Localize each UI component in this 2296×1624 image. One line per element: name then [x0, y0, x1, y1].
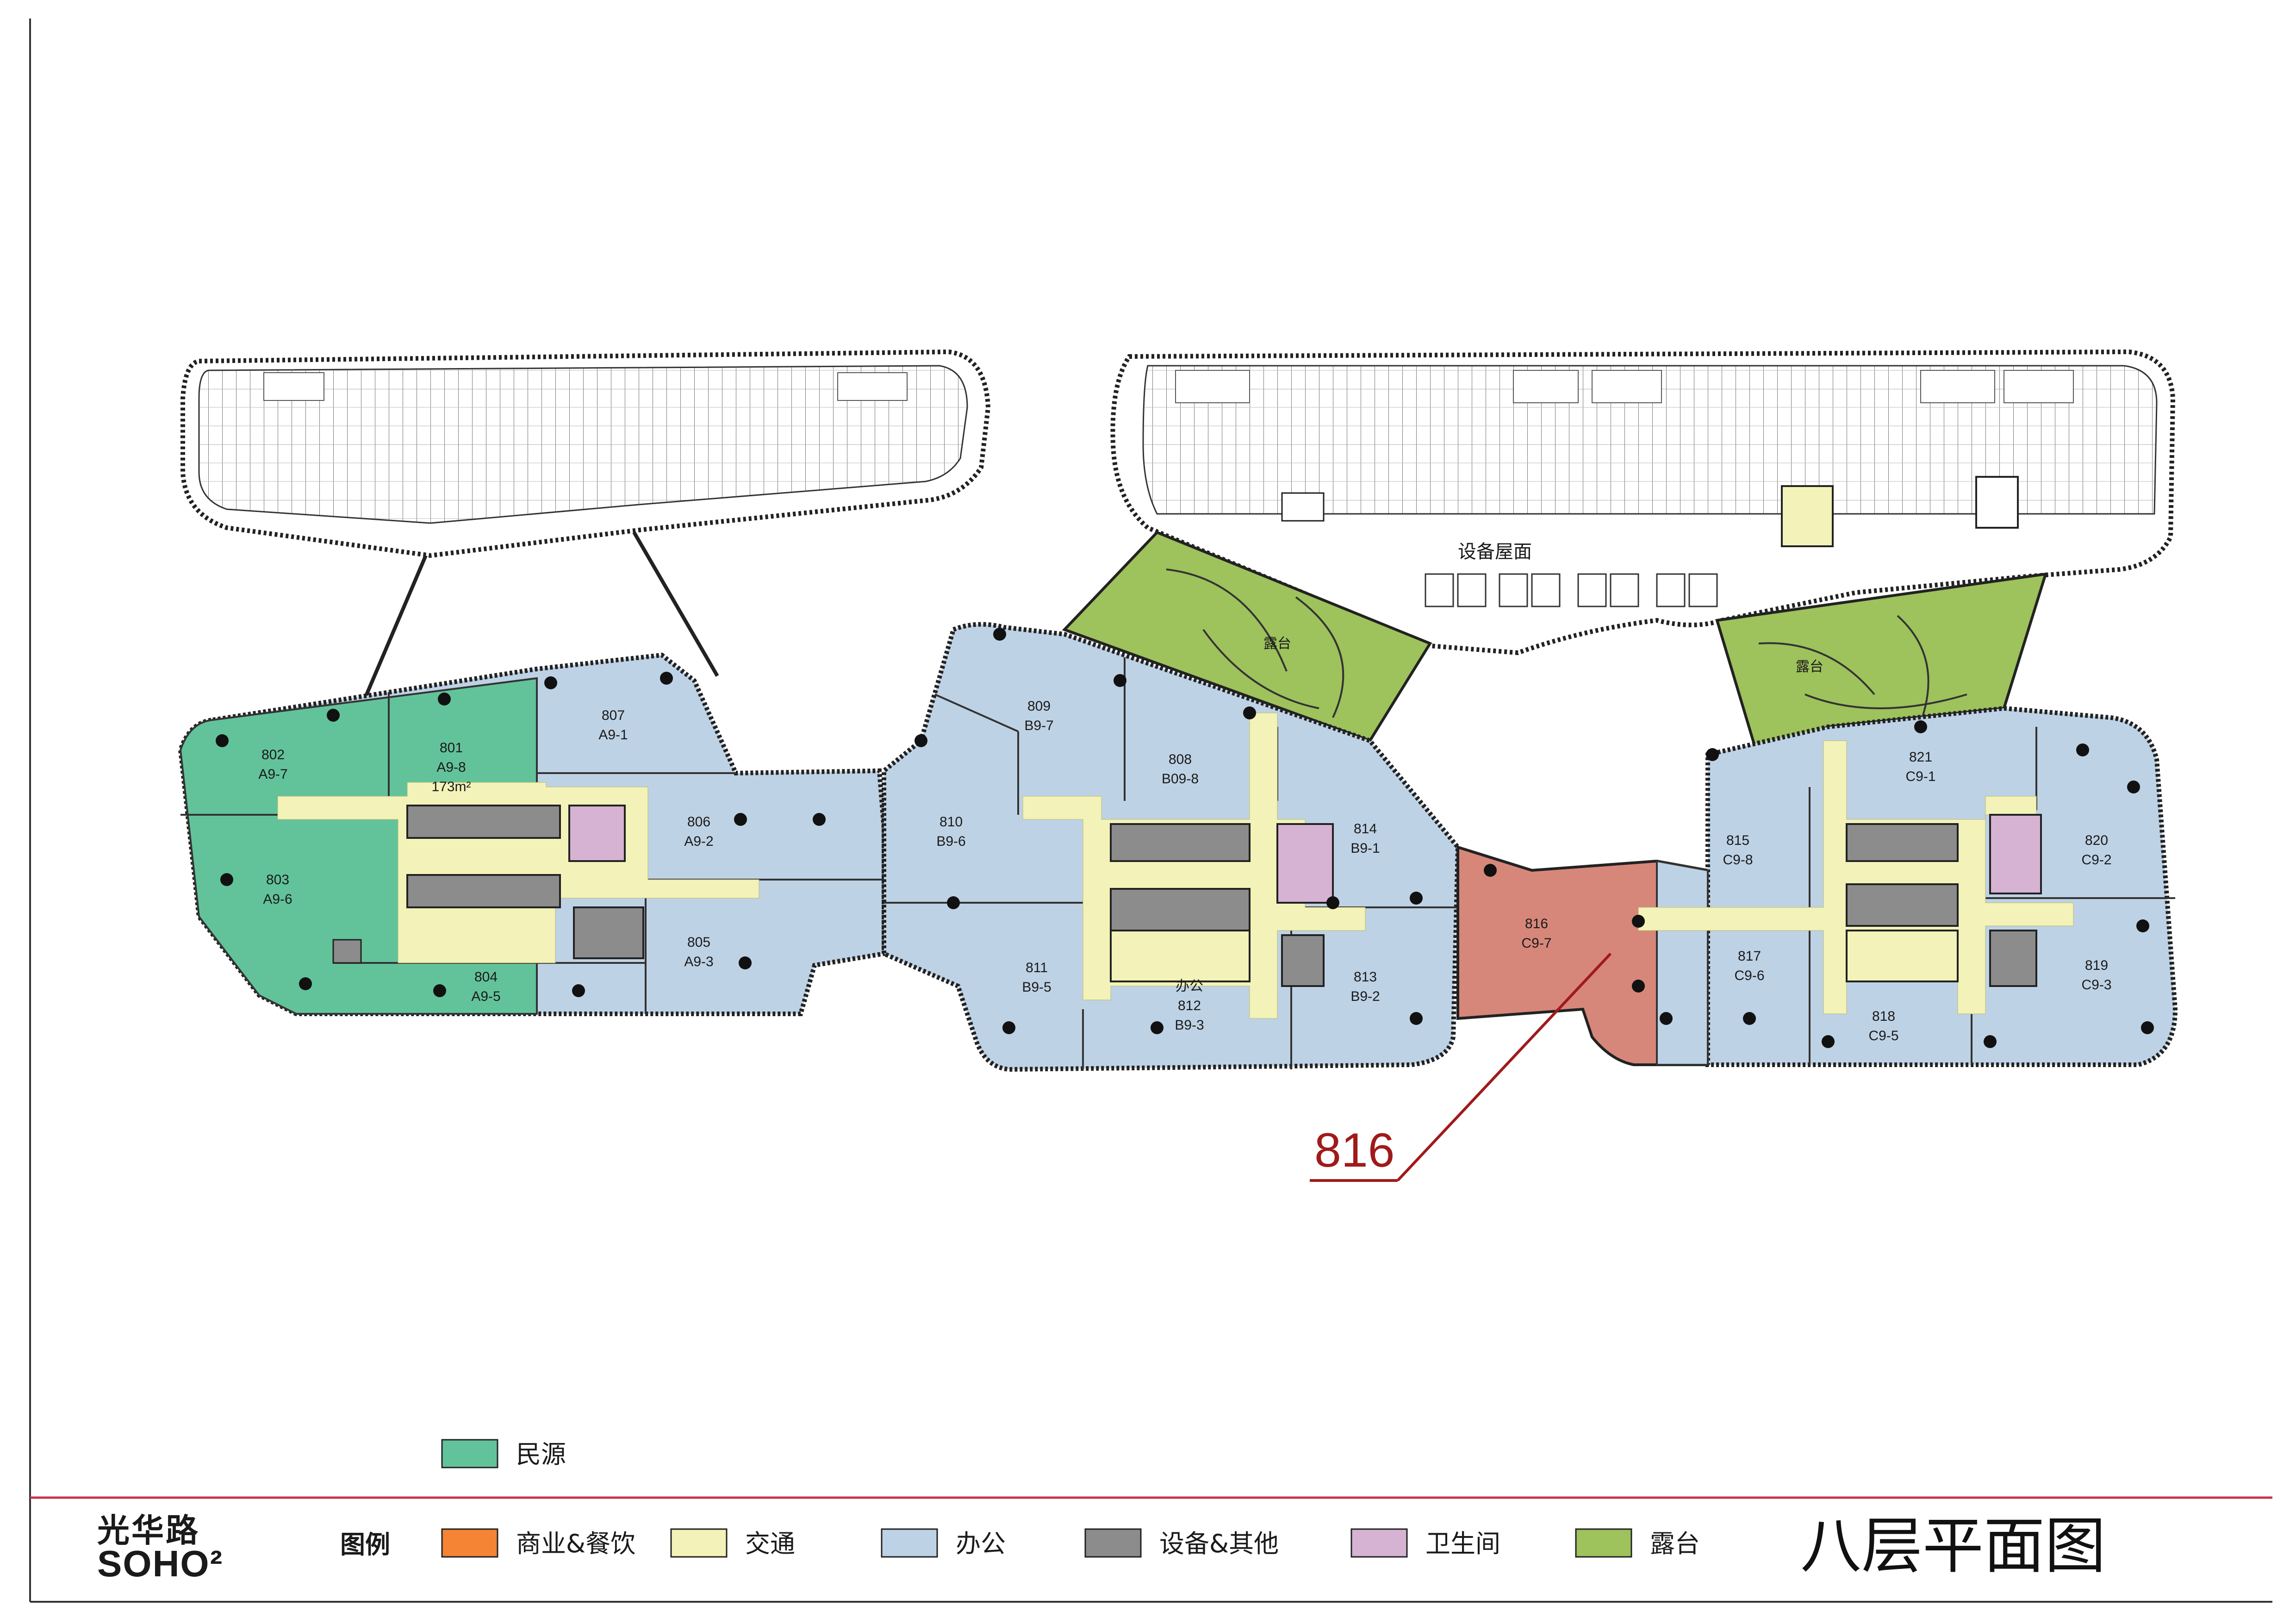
page-title: 八层平面图	[1800, 1511, 2106, 1582]
unit-num-806: 806	[687, 814, 710, 830]
legend-item: 交通	[670, 1528, 795, 1558]
unit-num-801: 801	[440, 740, 463, 756]
callout-816: 816	[1310, 952, 1612, 1182]
unit-num-810: 810	[940, 814, 963, 830]
legend-swatch	[881, 1528, 938, 1558]
unit-num-817: 817	[1738, 949, 1761, 964]
unit-code-818: C9-5	[1868, 1028, 1898, 1043]
unit-code-820: C9-2	[2081, 852, 2111, 868]
legend-item: 办公	[881, 1528, 1006, 1558]
legend-label: 露台	[1650, 1529, 1700, 1558]
unit-num-811: 811	[1026, 960, 1048, 975]
tenant-legend-swatch	[441, 1439, 498, 1468]
tenant-legend: 民源	[441, 1439, 566, 1469]
unit-num-803: 803	[266, 872, 289, 887]
unit-num-816: 816	[1525, 916, 1548, 931]
legend-label: 交通	[745, 1529, 795, 1558]
unit-num-818: 818	[1872, 1009, 1895, 1024]
unit-num-814: 814	[1354, 821, 1377, 837]
unit-code-811: B9-5	[1022, 980, 1051, 995]
callout-unit-number: 816	[1314, 1124, 1395, 1177]
roof-left	[180, 349, 991, 698]
building-wing-a	[178, 652, 886, 1016]
roof-right: 设备屋面	[1110, 349, 2176, 656]
legend-swatch	[1084, 1528, 1142, 1558]
unit-area-801: 173m²	[431, 779, 471, 794]
unit-num-802: 802	[261, 747, 285, 762]
unit-num-820: 820	[2085, 833, 2108, 848]
logo-chinese: 光华路	[97, 1512, 200, 1549]
legend-item: 露台	[1575, 1528, 1700, 1558]
unit-num-804: 804	[474, 969, 498, 985]
unit-code-810: B9-6	[936, 834, 965, 849]
unit-num-808: 808	[1169, 752, 1192, 767]
unit-code-803: A9-6	[263, 892, 292, 907]
unit-num-813: 813	[1354, 969, 1377, 985]
legend-swatch	[670, 1528, 728, 1558]
terrace-right: 露台	[1715, 572, 2048, 762]
unit-code-807: A9-1	[598, 727, 628, 743]
unit-code-808: B09-8	[1162, 771, 1199, 787]
logo-soho: SOHO²	[97, 1543, 223, 1584]
legend: 图例 商业&餐饮 交通 办公 设备&其他 卫生间 露台	[340, 1528, 1700, 1559]
unit-code-817: C9-6	[1734, 968, 1764, 983]
legend-item: 设备&其他	[1084, 1528, 1279, 1558]
legend-label: 办公	[956, 1529, 1006, 1558]
unit-code-804: A9-5	[471, 989, 500, 1004]
unit-code-815: C9-8	[1723, 852, 1753, 868]
unit-code-801: A9-8	[436, 760, 466, 775]
unit-code-802: A9-7	[258, 767, 287, 782]
unit-num-819: 819	[2085, 958, 2108, 973]
unit-code-819: C9-3	[2081, 977, 2111, 993]
building-wing-c	[1484, 706, 2178, 1067]
unit-num-805: 805	[687, 935, 710, 950]
building-wing-b	[882, 622, 1461, 1072]
legend-label: 卫生间	[1425, 1529, 1500, 1558]
unit-num-809: 809	[1027, 699, 1051, 714]
terrace-label-right: 露台	[1796, 659, 1823, 675]
roof-equipment-label: 设备屋面	[1458, 541, 1532, 562]
unit-code-821: C9-1	[1905, 769, 1935, 784]
legend-label: 商业&餐饮	[516, 1529, 635, 1558]
brand-logo: 光华路 SOHO²	[97, 1512, 223, 1584]
unit-use-812: 办公	[1176, 979, 1203, 994]
unit-code-806: A9-2	[684, 834, 713, 849]
legend-label: 设备&其他	[1159, 1529, 1279, 1558]
legend-title: 图例	[340, 1530, 390, 1559]
unit-code-809: B9-7	[1024, 718, 1053, 733]
unit-code-814: B9-1	[1350, 841, 1380, 856]
terrace-label-left: 露台	[1263, 636, 1291, 651]
unit-code-805: A9-3	[684, 954, 713, 969]
unit-code-813: B9-2	[1350, 989, 1380, 1004]
unit-num-821: 821	[1909, 750, 1932, 765]
unit-num-815: 815	[1726, 833, 1749, 848]
legend-swatch	[1575, 1528, 1632, 1558]
unit-num-807: 807	[602, 708, 625, 723]
legend-swatch	[441, 1528, 498, 1558]
legend-item: 卫生间	[1350, 1528, 1500, 1558]
unit-code-816: C9-7	[1521, 936, 1551, 951]
unit-num-812: 812	[1178, 998, 1201, 1013]
legend-swatch	[1350, 1528, 1408, 1558]
unit-code-812: B9-3	[1175, 1018, 1204, 1033]
legend-item: 商业&餐饮	[441, 1528, 635, 1558]
tenant-legend-label: 民源	[516, 1440, 566, 1469]
